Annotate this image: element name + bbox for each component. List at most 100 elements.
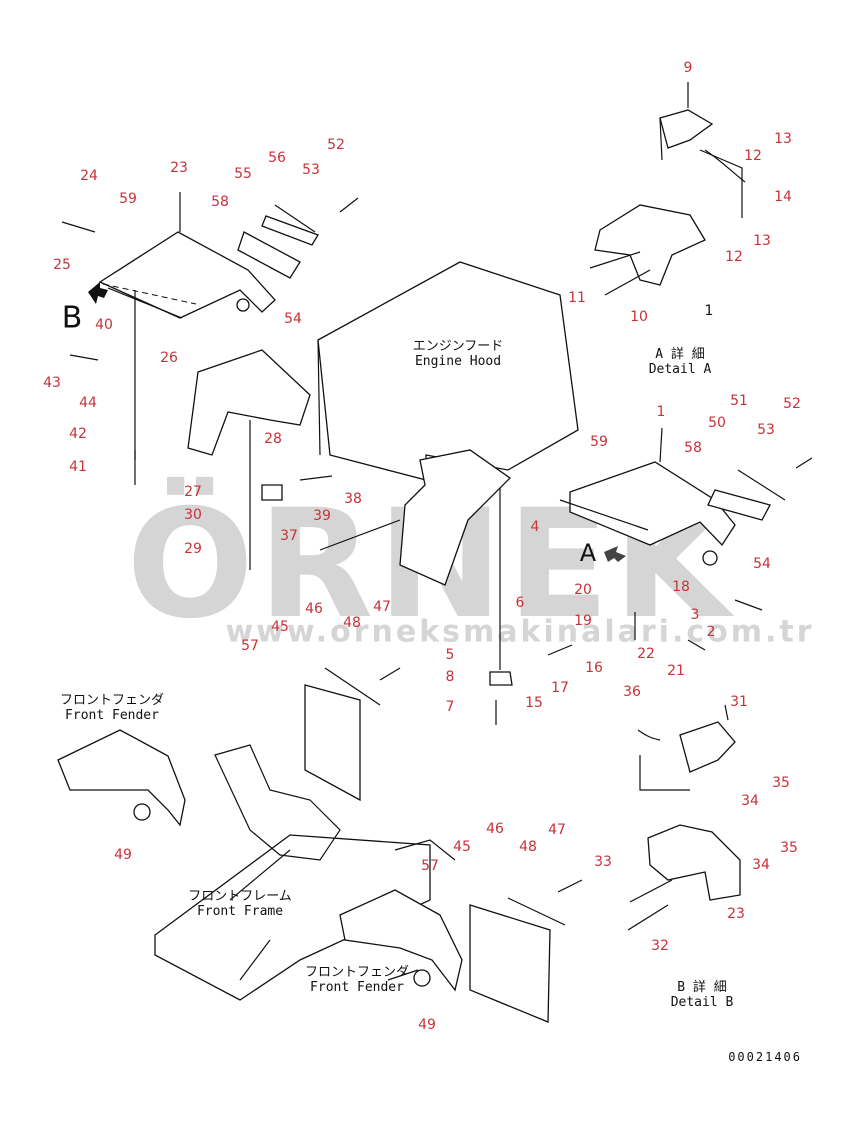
watermark-url: www.orneksmakinalari.com.tr	[225, 614, 815, 650]
detail-a-assembly	[589, 109, 746, 296]
callout-10: 10	[630, 309, 648, 325]
callout-23: 23	[727, 906, 745, 922]
callout-55: 55	[234, 166, 252, 182]
callout-57: 57	[241, 638, 259, 654]
callout-48: 48	[519, 839, 537, 855]
callout-43: 43	[43, 375, 61, 391]
callout-59: 59	[119, 191, 137, 207]
callout-31: 31	[730, 694, 748, 710]
front-fender-jp: フロントフェンダ	[59, 693, 165, 708]
callout-53: 53	[302, 162, 320, 178]
callout-35: 35	[772, 775, 790, 791]
bracket-parts-center	[134, 290, 513, 686]
callout-39: 39	[313, 508, 331, 524]
callout-20: 20	[574, 582, 592, 598]
plates-left	[237, 204, 319, 279]
detail-a-jp: A 詳 細	[655, 347, 705, 362]
callout-34: 34	[741, 793, 759, 809]
callout-49: 49	[418, 1017, 436, 1033]
callout-46: 46	[486, 821, 504, 837]
callout-12: 12	[744, 148, 762, 164]
bolts	[61, 197, 813, 893]
callout-57: 57	[421, 858, 439, 874]
detail-b-jp: B 詳 細	[677, 980, 727, 995]
front-frame-en: Front Frame	[196, 904, 284, 919]
callout-37: 37	[280, 528, 298, 544]
front-fender-left	[57, 729, 186, 827]
view-arrows	[88, 282, 626, 562]
mud-flap-right	[469, 897, 566, 1023]
front-fender-en: Front Fender	[65, 708, 159, 723]
callout-19: 19	[574, 613, 592, 629]
callout-54: 54	[284, 311, 302, 327]
callout-27: 27	[184, 484, 202, 500]
callout-11: 11	[568, 290, 586, 306]
callout-25: 25	[53, 257, 71, 273]
callout-12: 12	[725, 249, 743, 265]
callout-1: 1	[656, 404, 666, 420]
cover-1-right	[559, 461, 786, 566]
callout-49: 49	[114, 847, 132, 863]
callout-34: 34	[752, 857, 770, 873]
cover-23-left	[98, 231, 276, 319]
callout-4: 4	[530, 519, 540, 535]
detail-a-en: Detail A	[648, 362, 712, 377]
callout-5: 5	[445, 647, 455, 663]
callout-3: 3	[690, 607, 700, 623]
engine-hood-jp: エンジンフード	[412, 339, 504, 354]
callout-32: 32	[651, 938, 669, 954]
front-frame	[154, 744, 456, 1001]
callout-8: 8	[445, 669, 455, 685]
callout-52: 52	[327, 137, 345, 153]
engine-hood-en: Engine Hood	[414, 354, 502, 369]
callout-40: 40	[95, 317, 113, 333]
callout-6: 6	[515, 595, 525, 611]
callout-18: 18	[672, 579, 690, 595]
callout-36: 36	[623, 684, 641, 700]
callout-46: 46	[305, 601, 323, 617]
callout-35: 35	[780, 840, 798, 856]
callout-54: 54	[753, 556, 771, 572]
callout-2: 2	[706, 624, 716, 640]
callout-14: 14	[774, 189, 792, 205]
callout-38: 38	[344, 491, 362, 507]
callout-30: 30	[184, 507, 202, 523]
front-fender2-en: Front Fender	[310, 980, 404, 995]
callout-1: 1	[704, 303, 714, 319]
callout-56: 56	[268, 150, 286, 166]
callout-47: 47	[548, 822, 566, 838]
callout-59: 59	[590, 434, 608, 450]
callout-52: 52	[783, 396, 801, 412]
callout-9: 9	[683, 60, 693, 76]
callout-24: 24	[80, 168, 98, 184]
front-frame-caption: フロントフレーム Front Frame	[188, 889, 292, 919]
callout-22: 22	[637, 646, 655, 662]
callout-53: 53	[757, 422, 775, 438]
callout-45: 45	[271, 619, 289, 635]
callout-17: 17	[551, 680, 569, 696]
front-fender-caption-left: フロントフェンダ Front Fender	[60, 693, 164, 723]
callout-47: 47	[373, 599, 391, 615]
callout-41: 41	[69, 459, 87, 475]
callout-13: 13	[753, 233, 771, 249]
callout-21: 21	[667, 663, 685, 679]
front-fender2-jp: フロントフェンダ	[304, 965, 410, 980]
detail-b-assembly	[627, 721, 741, 931]
detail-b-caption: B 詳 細 Detail B	[671, 980, 734, 1010]
view-b-marker: B	[61, 300, 83, 336]
front-fender-caption-right: フロントフェンダ Front Fender	[305, 965, 409, 995]
callout-26: 26	[160, 350, 178, 366]
callout-42: 42	[69, 426, 87, 442]
mud-flap-left	[304, 667, 381, 802]
callout-51: 51	[730, 393, 748, 409]
callout-58: 58	[684, 440, 702, 456]
callout-28: 28	[264, 431, 282, 447]
callout-48: 48	[343, 615, 361, 631]
leader-lines	[179, 82, 729, 981]
engine-hood	[187, 261, 579, 586]
callout-58: 58	[211, 194, 229, 210]
front-fender-right	[339, 889, 463, 992]
view-a-marker: A	[579, 539, 597, 567]
